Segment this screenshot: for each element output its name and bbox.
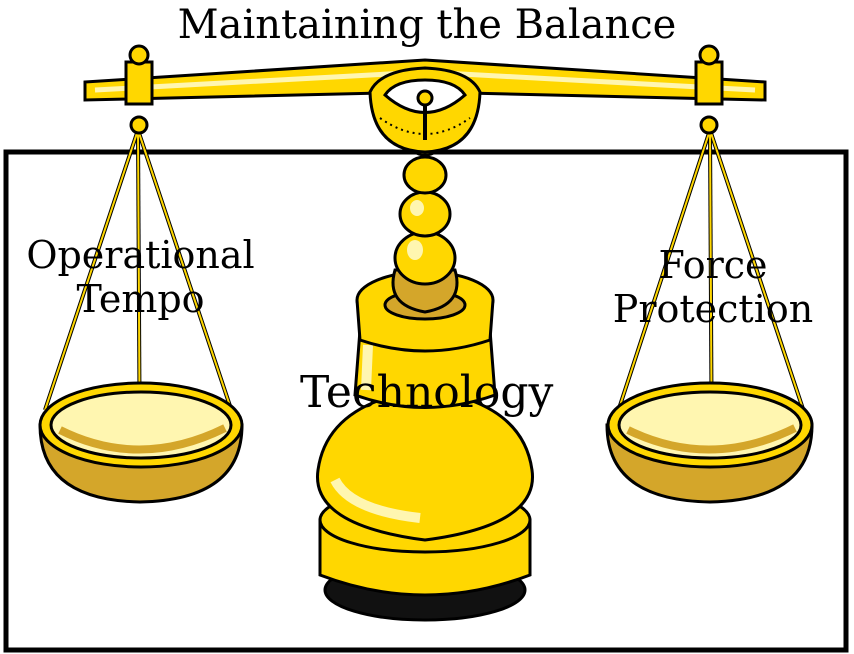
- scale-column: [391, 129, 459, 314]
- center-label: Technology: [300, 367, 554, 418]
- page-title: Maintaining the Balance: [177, 2, 677, 48]
- right-pan: [605, 381, 814, 504]
- left-pan-label-line1: Operational: [26, 233, 255, 277]
- right-pan-label-line1: Force: [658, 243, 768, 287]
- right-pan-label: Force Protection: [598, 243, 828, 331]
- left-pan-label: Operational Tempo: [18, 233, 263, 321]
- scale-dial: [368, 66, 482, 154]
- left-pan-label-line2: Tempo: [76, 276, 205, 321]
- scale-base: [315, 270, 535, 622]
- right-pan-label-line2: Protection: [612, 286, 814, 331]
- left-pan: [38, 381, 244, 504]
